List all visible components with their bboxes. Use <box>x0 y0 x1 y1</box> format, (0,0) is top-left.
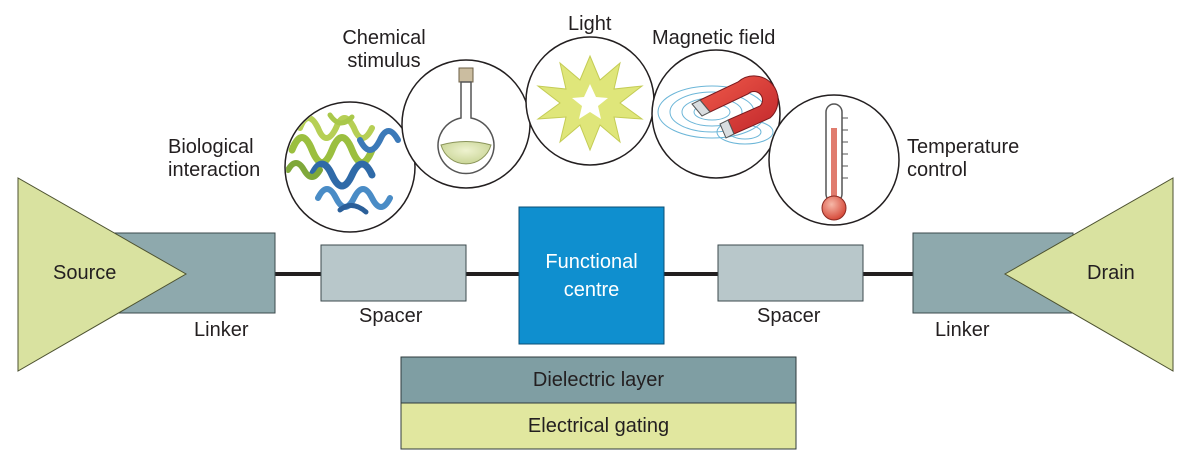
magnetic-field-label: Magnetic field <box>652 27 776 49</box>
spacer-left-label: Spacer <box>359 305 423 327</box>
drain-label: Drain <box>1087 262 1135 284</box>
thermometer-icon <box>768 94 900 226</box>
linker-left-label: Linker <box>194 319 249 341</box>
functional-centre-line2: centre <box>563 278 620 301</box>
functional-centre-line1: Functional <box>545 250 638 273</box>
spacer-right <box>717 244 864 302</box>
biological-interaction-label: Biological interaction <box>168 136 260 182</box>
spacer-left <box>320 244 467 302</box>
functional-centre-label: Functional centre <box>519 207 664 344</box>
linker-right-label: Linker <box>935 319 990 341</box>
functional-centre <box>518 206 665 345</box>
temperature-line2: control <box>907 159 968 181</box>
spacer-right-label: Spacer <box>757 305 821 327</box>
temperature-control-label: Temperature control <box>907 136 1019 182</box>
biological-line2: interaction <box>168 159 261 181</box>
biological-line1: Biological <box>168 136 254 158</box>
flask-icon <box>401 59 531 189</box>
light-icon <box>525 36 655 166</box>
electrical-gating-label: Electrical gating <box>527 415 670 437</box>
chemical-line1: Chemical <box>342 27 426 49</box>
temperature-line1: Temperature <box>907 136 1020 158</box>
dielectric-layer-label: Dielectric layer <box>532 369 665 391</box>
chemical-line2: stimulus <box>347 50 421 72</box>
light-label: Light <box>568 13 612 35</box>
source-label: Source <box>53 262 117 284</box>
magnet-icon <box>651 49 781 179</box>
protein-icon <box>284 101 416 233</box>
source-electrode <box>17 177 188 372</box>
chemical-stimulus-label: Chemical stimulus <box>330 27 438 73</box>
drain-electrode <box>1003 177 1174 372</box>
dielectric-layer <box>400 356 797 404</box>
electrical-gating <box>400 402 797 450</box>
